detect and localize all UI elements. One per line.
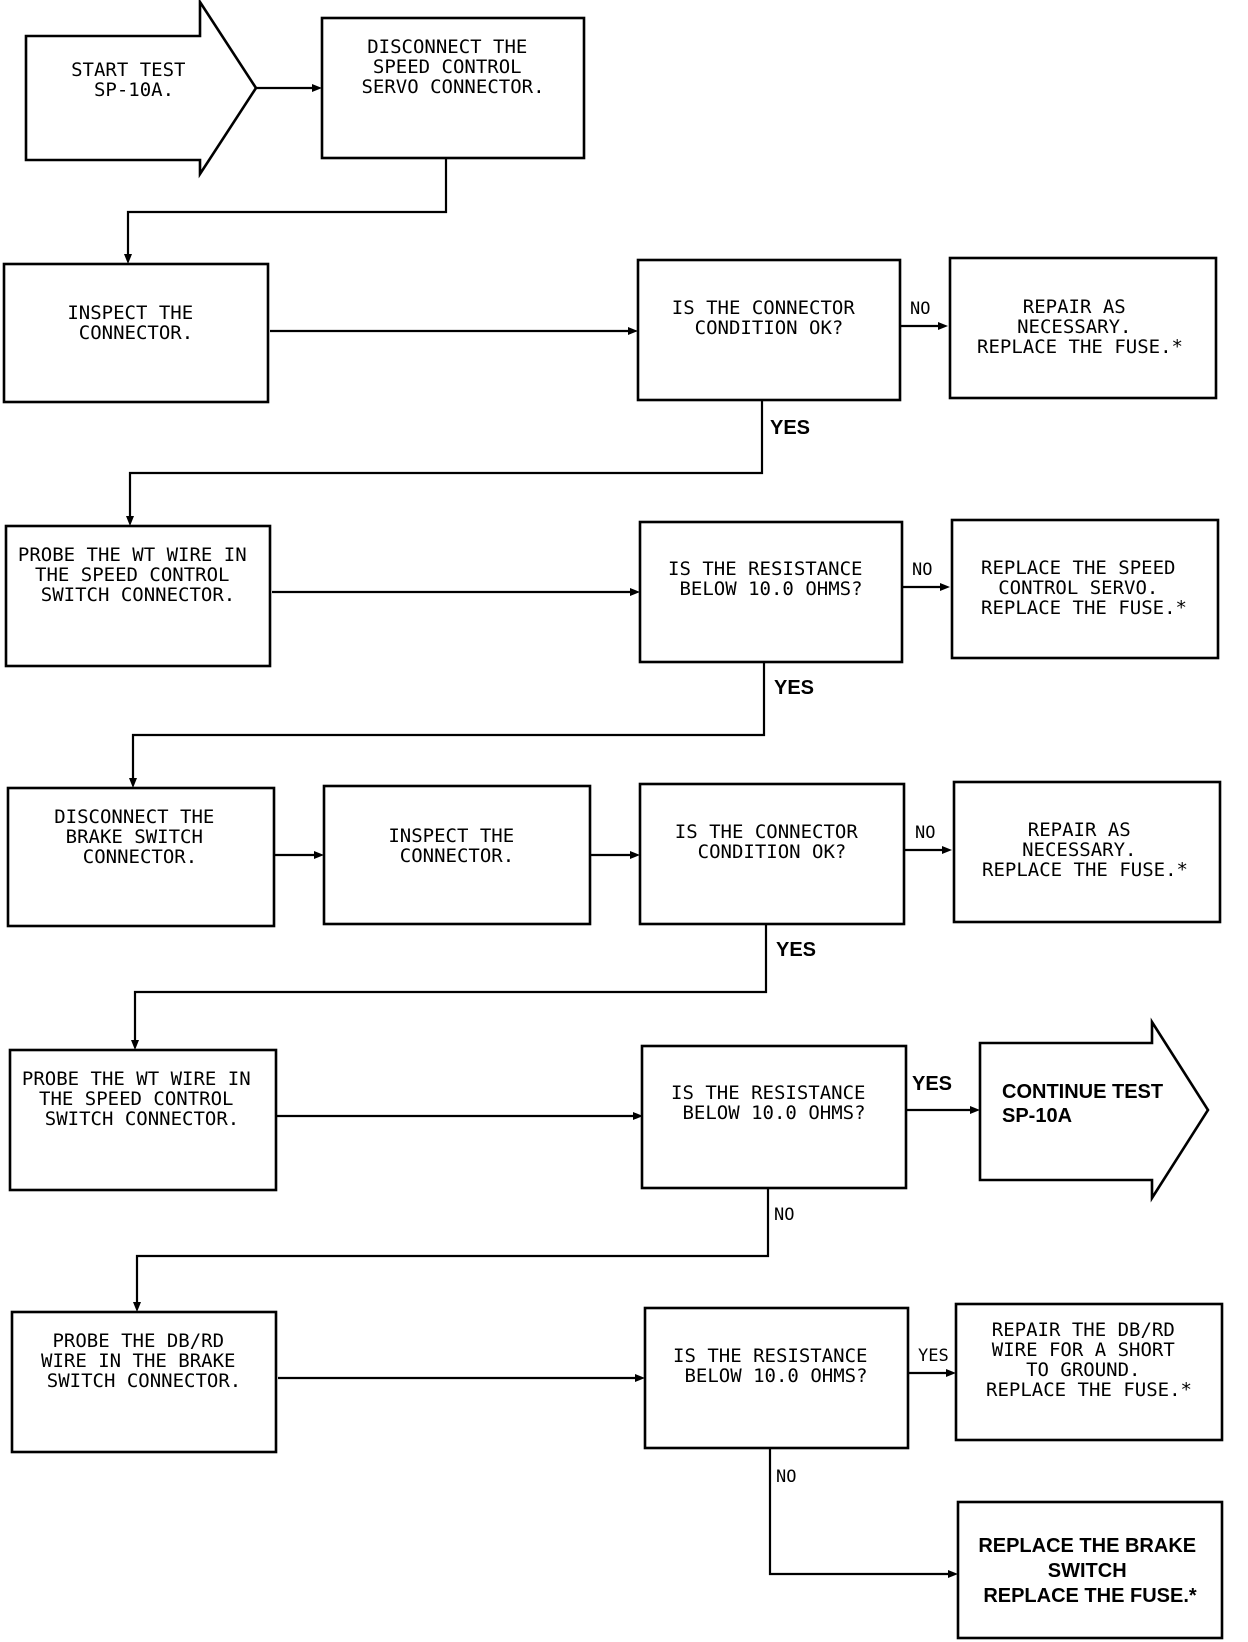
svg-text:INSPECT THE CONNECTOR.: INSPECT THE CONNECTOR. (388, 825, 525, 867)
inspect-brake-connector-step: INSPECT THE CONNECTOR. (322, 784, 592, 926)
svg-text:REPLACE THE SPEED CONTRO: REPLACE THE SPEED CONTROL SERVO. REPLACE… (981, 557, 1187, 619)
svg-text:PROBE THE WT WIRE IN THE: PROBE THE WT WIRE IN THE SPEED CONTROL S… (18, 544, 258, 606)
svg-text:PROBE THE WT WIRE IN THE: PROBE THE WT WIRE IN THE SPEED CONTROL S… (22, 1068, 262, 1130)
repair-db-rd-wire-step: REPAIR THE DB/RD WIRE FOR A SHORT TO GRO… (954, 1302, 1224, 1442)
branch-label-yes: YES (918, 1346, 949, 1366)
svg-text:IS THE RESISTANCE BELOW: IS THE RESISTANCE BELOW 10.0 OHMS? (673, 1345, 879, 1387)
brake-connector-condition-decision: IS THE CONNECTOR CONDITION OK? (638, 782, 906, 926)
connectors (124, 84, 980, 1578)
repair-connector-step: REPAIR AS NECESSARY. REPLACE THE FUSE.* (948, 256, 1218, 400)
start-test-arrow: START TEST SP-10A. (24, 0, 258, 179)
branch-label-yes: YES (774, 677, 814, 699)
svg-text:DISCONNECT THE SPEED CON: DISCONNECT THE SPEED CONTROL SERVO CONNE… (361, 36, 544, 98)
probe-wt-wire-step: PROBE THE WT WIRE IN THE SPEED CONTROL S… (4, 524, 272, 668)
inspect-connector-step: INSPECT THE CONNECTOR. (2, 262, 270, 404)
svg-text:REPAIR THE DB/RD WIRE FO: REPAIR THE DB/RD WIRE FOR A SHORT TO GRO… (986, 1319, 1192, 1401)
resistance-decision-2: IS THE RESISTANCE BELOW 10.0 OHMS? (640, 1044, 908, 1190)
branch-label-no: NO (774, 1205, 794, 1225)
replace-brake-switch-step: REPLACE THE BRAKE SWITCH REPLACE THE FUS… (956, 1500, 1224, 1640)
svg-text:START TEST SP-10A.: START TEST SP-10A. (71, 59, 197, 101)
branch-label-yes: YES (770, 417, 810, 439)
branch-label-yes: YES (912, 1073, 952, 1095)
svg-text:IS THE RESISTANCE BELOW: IS THE RESISTANCE BELOW 10.0 OHMS? (671, 1082, 877, 1124)
svg-text:REPLACE THE BRAKE SWITCH: REPLACE THE BRAKE SWITCH REPLACE THE FUS… (978, 1535, 1201, 1607)
branch-label-no: NO (915, 823, 935, 843)
svg-text:REPAIR AS NECESSARY.: REPAIR AS NECESSARY. REPLACE THE FUSE.* (977, 296, 1183, 358)
branch-label-no: NO (776, 1467, 796, 1487)
replace-servo-step: REPLACE THE SPEED CONTROL SERVO. REPLACE… (950, 518, 1220, 660)
resistance-decision: IS THE RESISTANCE BELOW 10.0 OHMS? (638, 520, 904, 664)
resistance-decision-3: IS THE RESISTANCE BELOW 10.0 OHMS? (643, 1306, 910, 1450)
continue-test-arrow: CONTINUE TEST SP-10A (978, 1017, 1210, 1203)
disconnect-brake-switch-step: DISCONNECT THE BRAKE SWITCH CONNECTOR. (6, 786, 276, 928)
svg-text:DISCONNECT THE BRAKE SWI: DISCONNECT THE BRAKE SWITCH CONNECTOR. (54, 806, 226, 868)
branch-label-yes: YES (776, 939, 816, 961)
svg-text:PROBE THE DB/RD WIRE IN: PROBE THE DB/RD WIRE IN THE BRAKE SWITCH… (41, 1330, 247, 1392)
branch-label-no: NO (910, 299, 930, 319)
branch-label-no: NO (912, 560, 932, 580)
connector-condition-decision: IS THE CONNECTOR CONDITION OK? (636, 258, 902, 402)
svg-text:IS THE RESISTANCE BELOW: IS THE RESISTANCE BELOW 10.0 OHMS? (668, 558, 874, 600)
svg-text:IS THE CONNECTOR CONDITI: IS THE CONNECTOR CONDITION OK? (675, 821, 869, 863)
probe-wt-wire-step-2: PROBE THE WT WIRE IN THE SPEED CONTROL S… (8, 1048, 278, 1192)
svg-text:CONTINUE TEST SP-10A: CONTINUE TEST SP-10A (1002, 1081, 1169, 1127)
svg-text:INSPECT THE CONNECTOR.: INSPECT THE CONNECTOR. (67, 302, 204, 344)
disconnect-servo-connector-step: DISCONNECT THE SPEED CONTROL SERVO CONNE… (320, 16, 586, 160)
repair-brake-connector-step: REPAIR AS NECESSARY. REPLACE THE FUSE.* (952, 780, 1222, 924)
svg-text:REPAIR AS NECESSARY.: REPAIR AS NECESSARY. REPLACE THE FUSE.* (982, 819, 1188, 881)
svg-text:IS THE CONNECTOR CONDITI: IS THE CONNECTOR CONDITION OK? (672, 297, 866, 339)
probe-db-rd-wire-step: PROBE THE DB/RD WIRE IN THE BRAKE SWITCH… (10, 1310, 278, 1454)
